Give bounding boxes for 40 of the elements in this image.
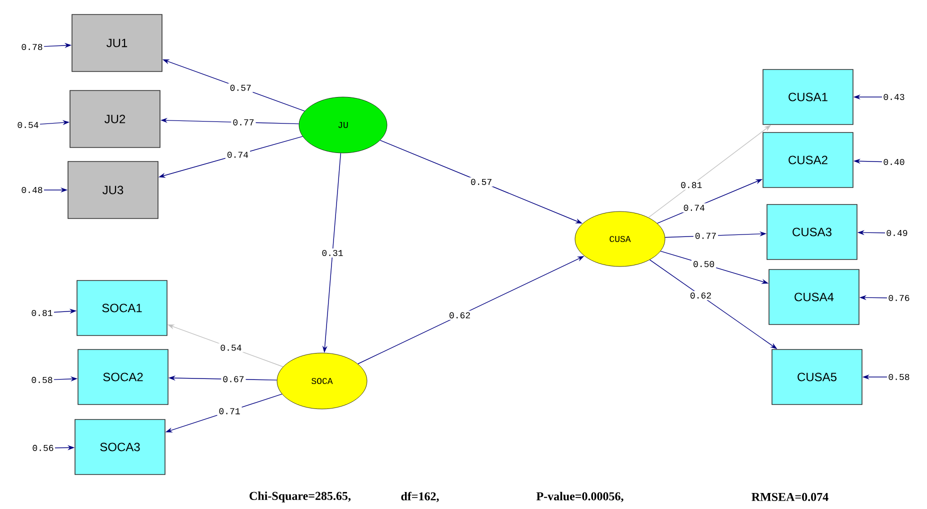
error-value: 0.58 [32,376,52,384]
fit-statistic: P-value=0.00056, [536,492,624,502]
fit-statistic: df=162, [401,492,439,502]
edge-label: 0.67 [221,374,246,384]
edge-label: 0.62 [688,290,714,300]
indicator-box: SOCA2 [78,349,168,405]
error-value: 0.43 [884,94,904,100]
indicator-box: CUSA2 [762,132,854,188]
edge-label: 0.74 [682,203,706,212]
indicator-box: CUSA1 [762,69,854,125]
edge-label: 0.74 [225,150,250,160]
edge-label: 0.57 [469,177,494,186]
edge-label: 0.77 [231,118,256,127]
indicator-box: JU2 [70,90,160,148]
edge-label: 0.31 [320,248,345,258]
error-value: 0.56 [32,444,54,452]
edge-label: 0.57 [228,83,253,92]
error-value: 0.48 [22,186,42,194]
indicator-box: JU1 [72,14,162,72]
edge-label: 0.81 [679,180,704,190]
error-value: 0.49 [886,230,908,236]
indicator-box: JU3 [68,161,158,219]
indicator-box: CUSA4 [768,269,860,325]
error-value: 0.40 [884,158,904,166]
indicator-box: SOCA3 [74,419,166,475]
edge-label: 0.54 [218,343,244,352]
indicator-box: CUSA5 [772,349,862,405]
error-value: 0.58 [888,374,910,380]
error-value: 0.78 [22,44,42,50]
edge-label: 0.77 [693,231,718,240]
fit-statistic: RMSEA=0.074 [752,492,828,502]
error-value: 0.54 [18,122,38,128]
edge-label: 0.62 [448,310,472,320]
indicator-box: CUSA3 [766,204,858,260]
fit-statistic: Chi-Square=285.65, [250,492,351,502]
indicator-box: SOCA1 [76,280,168,336]
error-value: 0.81 [32,310,52,316]
error-value: 0.76 [888,294,910,302]
edge-label: 0.50 [692,260,716,269]
edge-label: 0.71 [217,406,242,416]
